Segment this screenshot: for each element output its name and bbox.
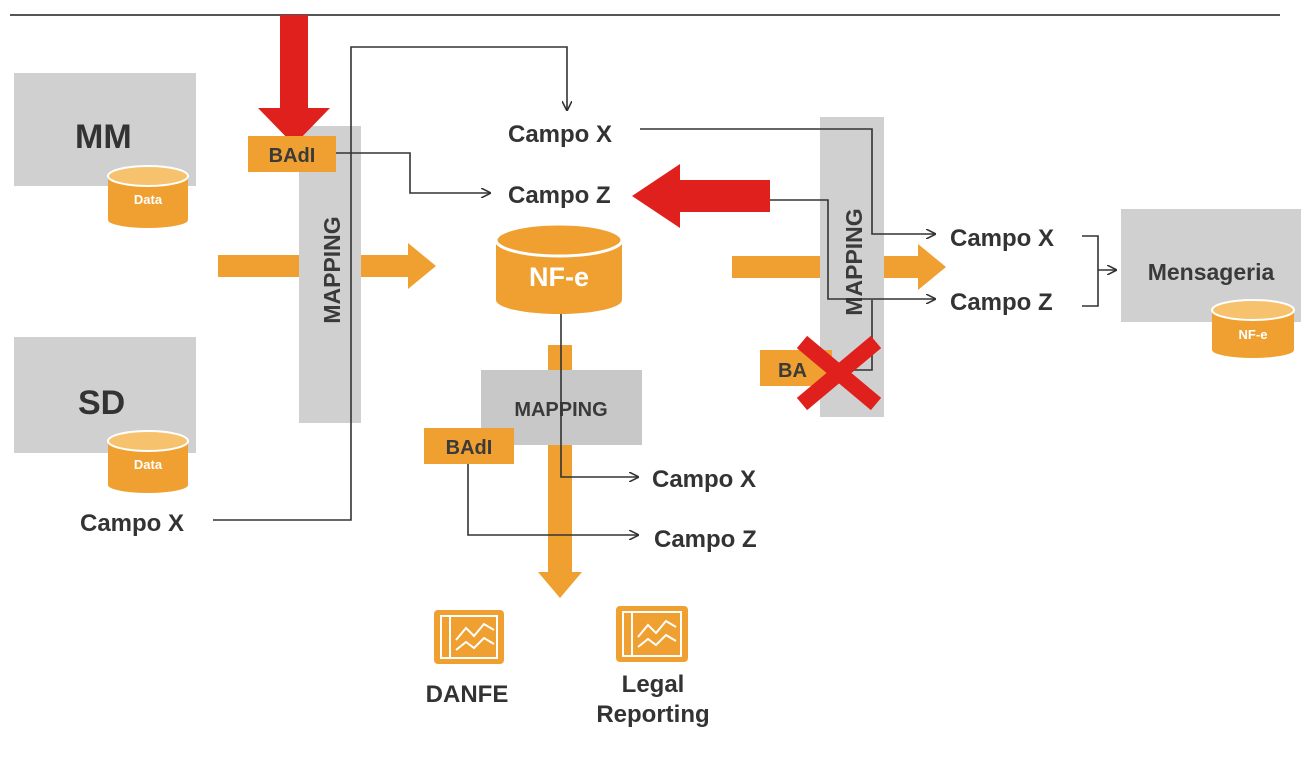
connector-campo-x-source (213, 46, 567, 521)
mensageria-label: Mensageria (1148, 259, 1275, 285)
mm-source-box: MM Data (14, 73, 196, 228)
cross-icon (796, 335, 882, 411)
badi-top-label: BAdI (269, 145, 316, 167)
connector-badi-campo-z (336, 152, 490, 193)
connector-badi-campo-z-bottom (467, 462, 638, 535)
danfe-label: DANFE (426, 681, 509, 708)
badi-bottom-box: BAdI (424, 428, 514, 464)
bracket-to-mensageria (1082, 235, 1099, 307)
right-mapping-label: MAPPING (841, 208, 867, 315)
center-campo-x: Campo X (508, 121, 612, 148)
mensageria-box: Mensageria NF-e (1121, 209, 1301, 358)
connector-nfe-campo-x-bottom (560, 314, 638, 477)
red-left-arrow (632, 164, 770, 228)
report-chart-icon (616, 606, 688, 662)
report-chart-icon (434, 610, 504, 664)
badi-bottom-label: BAdI (446, 437, 493, 459)
mm-label: MM (75, 118, 132, 156)
mensageria-database-icon: NF-e (1211, 299, 1295, 358)
nfe-label: NF-e (529, 262, 589, 292)
right-campo-z: Campo Z (950, 289, 1053, 316)
mm-database-icon: Data (107, 165, 189, 228)
bottom-campo-x: Campo X (652, 466, 756, 493)
mensageria-db-label: NF-e (1239, 327, 1268, 342)
right-campo-x: Campo X (950, 225, 1054, 252)
sd-label: SD (78, 384, 125, 422)
badi-right-label: BA (778, 360, 807, 382)
badi-top-box: BAdI (248, 136, 336, 172)
mm-db-label: Data (134, 192, 163, 207)
sd-source-box: SD Data (14, 337, 196, 493)
legal-label-line2: Reporting (596, 701, 709, 728)
center-campo-z: Campo Z (508, 182, 611, 209)
bottom-campo-z: Campo Z (654, 526, 757, 553)
legal-label-line1: Legal (622, 671, 685, 698)
connector-campo-x-right (640, 128, 935, 234)
sd-db-label: Data (134, 457, 163, 472)
red-down-arrow (258, 15, 330, 145)
source-campo-x: Campo X (80, 510, 184, 537)
sd-database-icon: Data (107, 430, 189, 493)
left-mapping-label: MAPPING (319, 216, 345, 323)
connector-campo-z-right (770, 199, 935, 299)
nfe-database: NF-e (494, 222, 624, 314)
